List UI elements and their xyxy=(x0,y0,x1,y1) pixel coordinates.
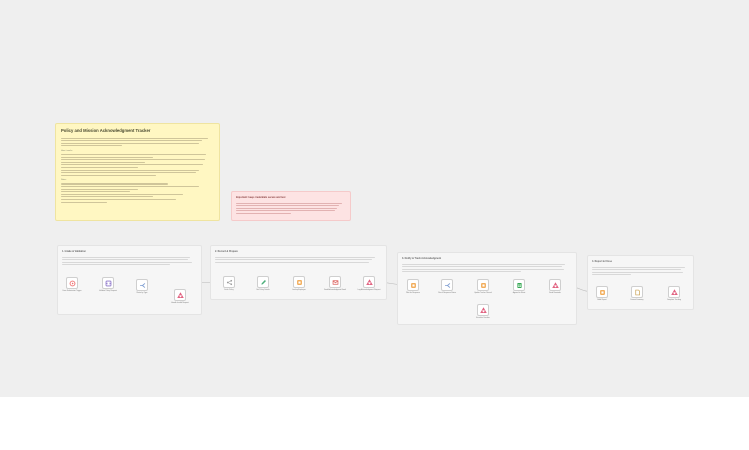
node-label: Escalate Overdue xyxy=(476,317,490,319)
group-intake-title: 1. Intake & Validation xyxy=(62,250,86,253)
node-label: Set Policy Details xyxy=(256,289,270,291)
node-label: Form Submission Trigger xyxy=(62,290,82,292)
node-label: Wait for Response xyxy=(406,292,420,294)
group-report-title: 4. Report & Close xyxy=(592,260,612,263)
group-record[interactable]: 2. Record & Prepare xyxy=(210,245,387,300)
node-label: Complete Tracking xyxy=(666,299,682,301)
overview-title: Policy and Mission Acknowledgment Tracke… xyxy=(61,128,151,133)
database-icon xyxy=(480,282,486,288)
workflow-node[interactable] xyxy=(102,277,114,289)
workflow-node[interactable] xyxy=(477,304,489,316)
workflow-node[interactable] xyxy=(174,289,186,301)
workflow-node[interactable] xyxy=(549,279,561,291)
database-icon xyxy=(410,282,416,288)
workflow-node[interactable] xyxy=(223,276,235,288)
mail-icon xyxy=(332,279,338,285)
overview-notes-heading: Notes xyxy=(61,179,67,182)
group-intake[interactable]: 1. Intake & Validation xyxy=(57,245,202,315)
node-label: Log Acknowledgment Request xyxy=(357,289,381,291)
warning-title: Important: keep credentials secure and t… xyxy=(236,196,286,199)
edit-icon xyxy=(260,279,266,285)
workflow-node[interactable] xyxy=(293,276,305,288)
node-label: Append to Sheet xyxy=(512,292,526,294)
database-icon xyxy=(296,279,302,285)
node-label: Update Tracker Record xyxy=(474,292,492,294)
sticky-note-warning[interactable]: Important: keep credentials secure and t… xyxy=(231,191,351,221)
sticky-note-overview[interactable]: Policy and Mission Acknowledgment Tracke… xyxy=(55,123,220,221)
workflow-node[interactable] xyxy=(513,279,525,291)
sheet-icon xyxy=(516,282,522,288)
alert-icon xyxy=(551,281,559,288)
switch-icon xyxy=(444,282,450,288)
workflow-node[interactable] xyxy=(363,276,375,288)
code-icon xyxy=(105,280,111,286)
node-label: Build Report xyxy=(597,299,607,301)
workflow-canvas[interactable]: Policy and Mission Acknowledgment Tracke… xyxy=(0,0,749,397)
node-label: Send Reminder xyxy=(549,292,561,294)
node-label: Format Summary xyxy=(630,299,644,301)
node-label: Validate Policy Request xyxy=(99,290,117,292)
database-icon xyxy=(599,289,605,295)
alert-icon xyxy=(365,278,373,285)
share-icon xyxy=(226,279,232,285)
node-label: Check Response Status xyxy=(437,292,457,294)
trigger-icon xyxy=(69,280,75,286)
workflow-node[interactable] xyxy=(329,276,341,288)
workflow-node[interactable] xyxy=(477,279,489,291)
node-label: Handle Invalid Request xyxy=(171,302,189,304)
workflow-node[interactable] xyxy=(257,276,269,288)
doc-icon xyxy=(634,289,640,295)
workflow-node[interactable] xyxy=(441,279,453,291)
alert-icon xyxy=(670,288,678,295)
node-label: Route by Type xyxy=(136,292,148,294)
workflow-node[interactable] xyxy=(668,286,680,298)
workflow-node[interactable] xyxy=(407,279,419,291)
workflow-node[interactable] xyxy=(136,279,148,291)
workflow-node[interactable] xyxy=(596,286,608,298)
node-label: Fetch Policy xyxy=(224,289,234,291)
group-notify-title: 3. Notify & Track Acknowledgment xyxy=(402,257,442,260)
alert-icon xyxy=(479,306,487,313)
workflow-node[interactable] xyxy=(66,277,78,289)
node-label: Send Acknowledgment Email xyxy=(324,289,346,291)
alert-icon xyxy=(176,291,184,298)
overview-setup-heading: How it works xyxy=(61,149,73,152)
node-label: Lookup Employee xyxy=(292,289,306,291)
group-record-title: 2. Record & Prepare xyxy=(215,250,238,253)
group-report[interactable]: 4. Report & Close xyxy=(587,255,694,310)
switch-icon xyxy=(139,282,145,288)
workflow-node[interactable] xyxy=(631,286,643,298)
